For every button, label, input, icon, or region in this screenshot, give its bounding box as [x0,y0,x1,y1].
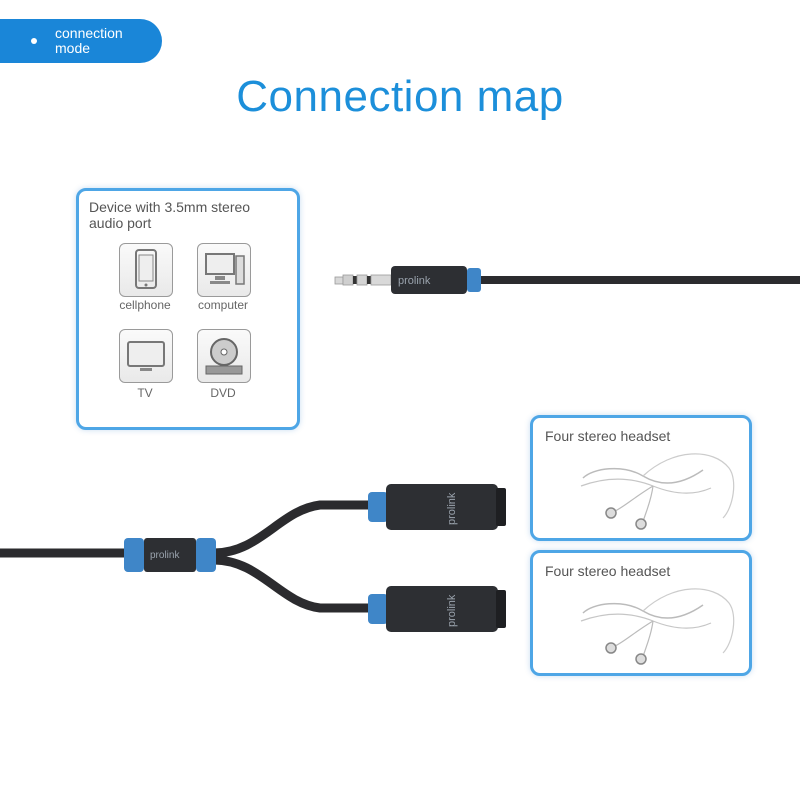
tv-icon [119,329,173,383]
brand-label: prolink [446,594,458,627]
earphone-icon [580,453,735,530]
connection-mode-tag: connection mode [0,19,162,63]
page-title: Connection map [236,72,564,121]
headset-box: Four stereo headset [530,550,752,676]
device-label: computer [197,298,249,312]
cellphone-icon [119,243,173,297]
earphone-icon [580,588,735,665]
female-jack [368,484,506,530]
brand-label: prolink [446,492,458,525]
computer-icon [197,243,251,297]
headset-box: Four stereo headset [530,415,752,541]
splitter-cable [0,500,372,613]
female-jack [368,586,506,632]
brand-label: prolink [398,275,431,287]
source-box-title: Device with 3.5mm stereo audio port [89,199,251,231]
headset-box-title: Four stereo headset [545,563,671,579]
brand-label: prolink [150,550,180,561]
tag-label: connection mode [55,25,123,56]
tag-bullet [31,38,37,44]
male-plug [334,266,800,294]
headset-box-title: Four stereo headset [545,428,671,444]
source-device-box: Device with 3.5mm stereo audio port cell… [76,188,300,430]
device-label: DVD [210,386,236,400]
device-label: TV [137,386,153,400]
device-label: cellphone [119,298,171,312]
dvd-icon [197,329,251,383]
